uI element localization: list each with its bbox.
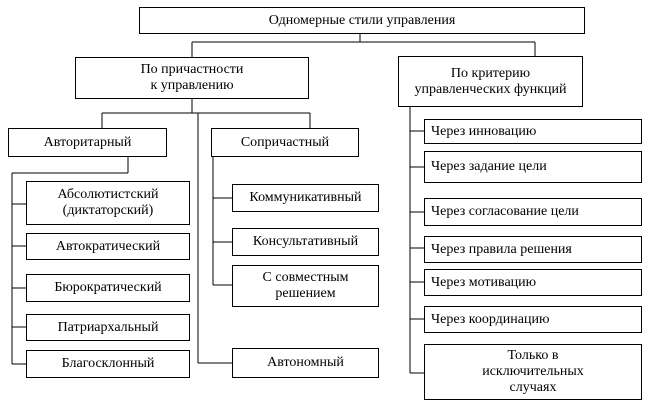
participative-item: Коммуникативный	[232, 184, 379, 212]
participative-item-label: С совместным решением	[262, 270, 349, 301]
authoritarian-node: Авторитарный	[8, 128, 167, 157]
function-item-label: Через согласование цели	[431, 204, 579, 219]
authoritarian-item: Бюрократический	[26, 274, 190, 302]
root-node-label: Одномерные стили управления	[268, 12, 456, 28]
authoritarian-item: Благосклонный	[26, 350, 190, 378]
authoritarian-item-label: Автократический	[55, 238, 161, 254]
function-item-label: Через мотивацию	[431, 274, 537, 290]
functions-branch-label: По критерию управленческих функций	[414, 65, 567, 97]
authoritarian-item-label: Абсолютистский (диктаторский)	[57, 187, 159, 218]
autonomous-node: Автономный	[232, 348, 379, 378]
function-item-label: Через инновацию	[431, 123, 537, 139]
function-item: Через мотивацию	[424, 269, 642, 296]
participative-label: Сопричастный	[240, 134, 330, 150]
functions-branch-node: По критерию управленческих функций	[398, 56, 583, 107]
function-item-label: Через задание цели	[431, 159, 547, 174]
participative-item: Консультативный	[232, 228, 379, 256]
function-item-label: Через координацию	[431, 311, 550, 327]
authoritarian-item-label: Патриархальный	[57, 319, 159, 335]
root-node: Одномерные стили управления	[139, 7, 585, 34]
authoritarian-item: Абсолютистский (диктаторский)	[26, 181, 190, 225]
authoritarian-label: Авторитарный	[43, 134, 132, 150]
autonomous-label: Автономный	[267, 355, 344, 370]
function-item: Через задание цели	[424, 151, 642, 183]
function-item: Только в исключительных случаях	[424, 344, 642, 400]
function-item: Через инновацию	[424, 119, 642, 144]
authoritarian-item-label: Благосклонный	[61, 356, 155, 371]
function-item-label: Через правила решения	[431, 241, 572, 257]
authoritarian-item: Автократический	[26, 233, 190, 260]
participation-branch-label: По причастности к управлению	[140, 62, 244, 93]
participative-node: Сопричастный	[211, 128, 359, 157]
participative-item: С совместным решением	[232, 265, 379, 307]
function-item: Через координацию	[424, 306, 642, 333]
participative-item-label: Коммуникативный	[249, 190, 362, 205]
participative-item-label: Консультативный	[252, 234, 359, 249]
authoritarian-item: Патриархальный	[26, 314, 190, 341]
function-item: Через правила решения	[424, 236, 642, 263]
function-item-label: Только в исключительных случаях	[482, 348, 584, 395]
participation-branch-node: По причастности к управлению	[75, 57, 309, 99]
function-item: Через согласование цели	[424, 198, 642, 226]
authoritarian-item-label: Бюрократический	[54, 280, 162, 295]
